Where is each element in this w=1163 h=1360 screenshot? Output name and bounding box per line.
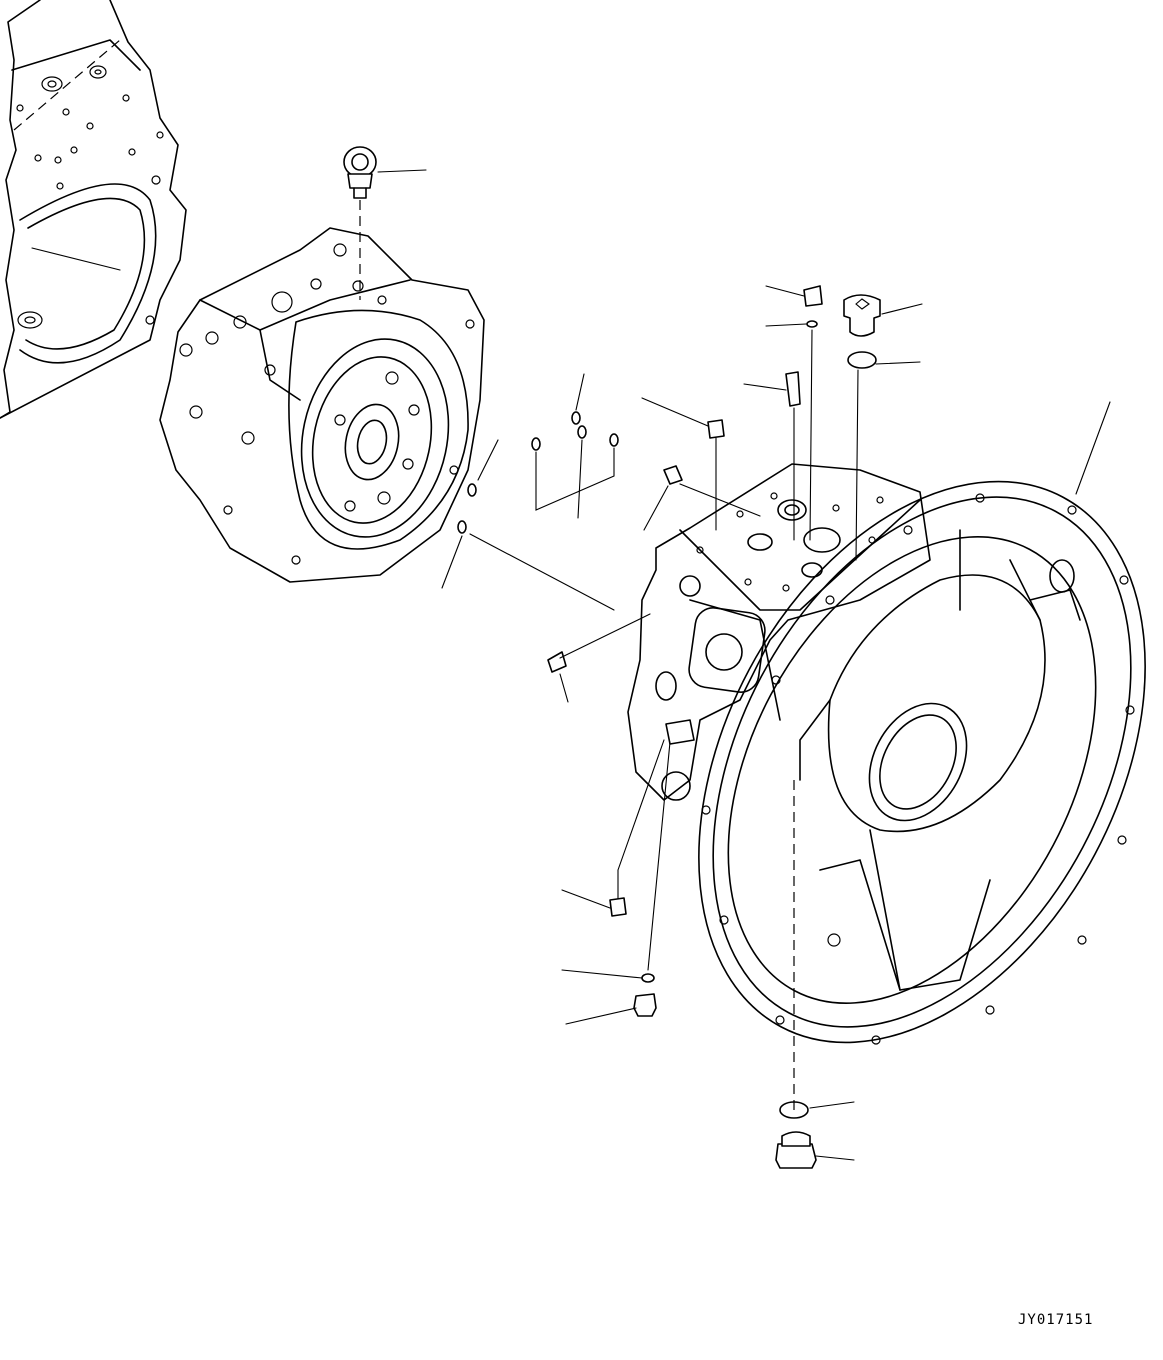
eyebolt (343, 146, 427, 300)
engine-housing-partial (0, 0, 187, 419)
flywheel-housing (698, 401, 1146, 1110)
drawing-code: JY017151 (1018, 1312, 1094, 1328)
drain-plug-assembly (775, 1101, 855, 1169)
o-ring-group (441, 373, 619, 611)
main-pump-assembly (159, 227, 485, 583)
lower-fittings (561, 889, 657, 1025)
fittings (547, 285, 923, 703)
pump-body (617, 463, 931, 971)
